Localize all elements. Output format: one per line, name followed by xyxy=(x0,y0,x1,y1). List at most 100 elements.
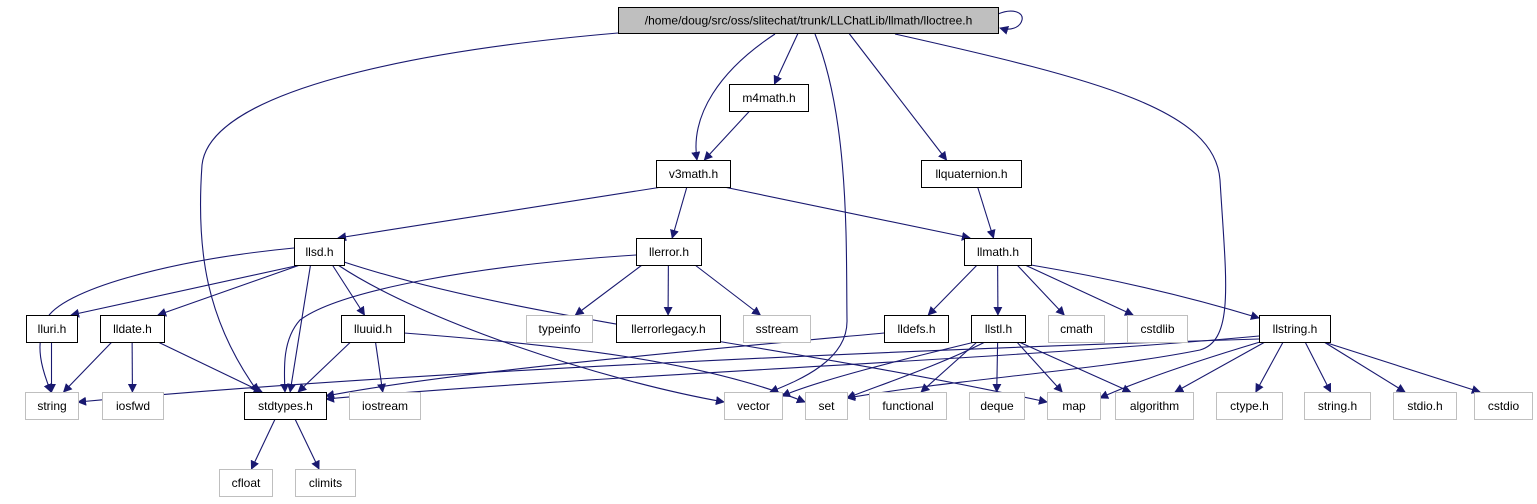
node-label: llstring.h xyxy=(1273,322,1318,336)
node-ctype-h: ctype.h xyxy=(1216,392,1283,420)
node-lldate-h[interactable]: lldate.h xyxy=(100,315,165,343)
node-box xyxy=(349,392,421,420)
node-label: map xyxy=(1062,399,1086,413)
edge-lluuid-to-stdtypes xyxy=(297,341,352,393)
edge-llerror-to-typeinfo xyxy=(574,264,643,316)
node-label: cfloat xyxy=(232,476,261,490)
node-box xyxy=(1127,315,1188,343)
node-box xyxy=(219,469,273,497)
node-cstdlib: cstdlib xyxy=(1127,315,1188,343)
node-sstream: sstream xyxy=(743,315,811,343)
edge-llsd-to-lluuid xyxy=(331,264,365,316)
edge-llmath-to-cstdlib xyxy=(1024,264,1134,316)
node-functional: functional xyxy=(869,392,947,420)
node-box xyxy=(636,238,702,266)
node-llsd-h[interactable]: llsd.h xyxy=(294,238,345,266)
node-label: llquaternion.h xyxy=(935,167,1007,181)
node-vector: vector xyxy=(724,392,783,420)
edges-layer xyxy=(39,10,1481,470)
node-lluri-h[interactable]: lluri.h xyxy=(26,315,78,343)
edge-llstl-to-deque xyxy=(992,341,1002,393)
edge-llstring-to-cstdio xyxy=(1323,341,1481,394)
node-label: functional xyxy=(882,399,933,413)
node-box xyxy=(969,392,1025,420)
node-string: string xyxy=(25,392,79,420)
node-box xyxy=(618,7,999,34)
node-box xyxy=(805,392,848,420)
node-label: cstdio xyxy=(1488,399,1520,413)
node-box xyxy=(1216,392,1283,420)
node-box xyxy=(724,392,783,420)
node-label: /home/doug/src/oss/slitechat/trunk/LLCha… xyxy=(645,14,973,28)
edge-m4math-to-v3math xyxy=(703,110,751,161)
node-label: v3math.h xyxy=(669,167,718,181)
node-box xyxy=(964,238,1032,266)
node-llerror-h[interactable]: llerror.h xyxy=(636,238,702,266)
node-cstdio: cstdio xyxy=(1474,392,1533,420)
node-label: m4math.h xyxy=(742,91,795,105)
node-cmath: cmath xyxy=(1048,315,1105,343)
node-box xyxy=(26,315,78,343)
node-v3math-h[interactable]: v3math.h xyxy=(656,160,731,188)
node-box xyxy=(102,392,164,420)
node-box xyxy=(1304,392,1371,420)
edge-llquaternion-to-llmath xyxy=(977,186,996,239)
edge-lloctree-to-llquaternion xyxy=(848,32,948,161)
node-label: lluri.h xyxy=(38,322,67,336)
edge-llstring-to-string-h xyxy=(1304,341,1332,393)
node-label: deque xyxy=(980,399,1014,413)
node-llstring-h[interactable]: llstring.h xyxy=(1259,315,1331,343)
node-box xyxy=(1115,392,1194,420)
edge-llerror-to-stdtypes xyxy=(280,254,637,393)
node-llerrorlegacy-h[interactable]: llerrorlegacy.h xyxy=(616,315,721,343)
node-iostream: iostream xyxy=(349,392,421,420)
edge-llstring-to-stdio-h xyxy=(1323,341,1406,393)
node-string-h: string.h xyxy=(1304,392,1371,420)
node-box xyxy=(1474,392,1533,420)
node-m4math-h[interactable]: m4math.h xyxy=(729,84,809,112)
node-llstl-h[interactable]: llstl.h xyxy=(971,315,1026,343)
node-label: iostream xyxy=(362,399,408,413)
node-stdio-h: stdio.h xyxy=(1393,392,1457,420)
node-algorithm: algorithm xyxy=(1115,392,1194,420)
edge-llmath-to-cmath xyxy=(1016,264,1065,316)
node-lldefs-h[interactable]: lldefs.h xyxy=(884,315,949,343)
node-map: map xyxy=(1047,392,1101,420)
edge-lloctree-to-stdtypes xyxy=(199,32,619,393)
edge-v3math-to-llerror xyxy=(670,186,688,239)
node-stdtypes-h[interactable]: stdtypes.h xyxy=(244,392,327,420)
edge-llsd-to-vector xyxy=(337,264,725,406)
node-box xyxy=(1393,392,1457,420)
node-label: cstdlib xyxy=(1140,322,1174,336)
node-box xyxy=(884,315,949,343)
node-llmath-h[interactable]: llmath.h xyxy=(964,238,1032,266)
edge-v3math-to-llsd xyxy=(337,186,663,242)
edge-v3math-to-llmath xyxy=(723,186,971,241)
node-label: sstream xyxy=(756,322,799,336)
node-box xyxy=(921,160,1022,188)
edge-lluuid-to-iostream xyxy=(374,341,386,393)
node-label: climits xyxy=(309,476,342,490)
node-label: stdio.h xyxy=(1407,399,1442,413)
edge-llstring-to-algorithm xyxy=(1174,341,1266,393)
node-label: llmath.h xyxy=(977,245,1019,259)
edge-lloctree-to-lloctree xyxy=(997,10,1023,35)
edge-lloctree-to-m4math xyxy=(773,32,799,85)
node-label: ctype.h xyxy=(1230,399,1269,413)
node-label: llstl.h xyxy=(985,322,1012,336)
node-box xyxy=(341,315,405,343)
node-label: algorithm xyxy=(1130,399,1179,413)
node-llquaternion-h[interactable]: llquaternion.h xyxy=(921,160,1022,188)
node-label: lldate.h xyxy=(113,322,152,336)
node-label: cmath xyxy=(1060,322,1093,336)
edge-llsd-to-lldate xyxy=(157,264,301,317)
node-label: lldefs.h xyxy=(897,322,935,336)
node-lloctree-h[interactable]: /home/doug/src/oss/slitechat/trunk/LLCha… xyxy=(618,7,999,34)
node-label: iosfwd xyxy=(116,399,150,413)
node-label: vector xyxy=(737,399,770,413)
node-lluuid-h[interactable]: lluuid.h xyxy=(341,315,405,343)
node-label: stdtypes.h xyxy=(258,399,313,413)
node-box xyxy=(295,469,356,497)
node-box xyxy=(729,84,809,112)
